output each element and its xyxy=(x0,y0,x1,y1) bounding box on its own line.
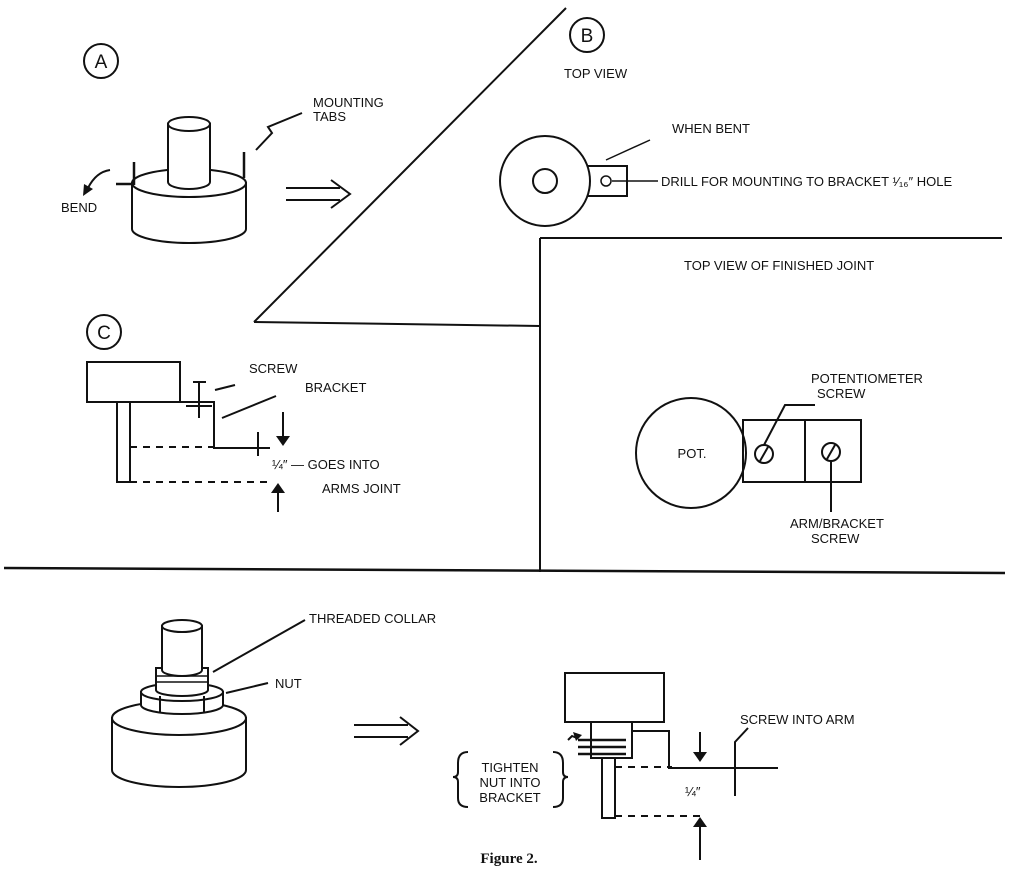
finished-joint-panel: TOP VIEW OF FINISHED JOINT POT. POTENTIO… xyxy=(635,258,923,546)
arms-joint-label: ARMS JOINT xyxy=(322,481,401,496)
tighten-label-3: BRACKET xyxy=(479,790,540,805)
finished-joint-title: TOP VIEW OF FINISHED JOINT xyxy=(684,258,874,273)
panel-c-marker-circle xyxy=(86,314,122,350)
pot-screw-label-2: SCREW xyxy=(817,386,866,401)
tighten-label-1: TIGHTEN xyxy=(481,760,538,775)
threaded-collar-leader xyxy=(212,619,306,673)
arm-screw-label-2: SCREW xyxy=(811,531,860,546)
screw-leader xyxy=(214,384,236,391)
quarter-goes-into-label: ¼″ — GOES INTO xyxy=(272,457,380,472)
panel-c-marker: C xyxy=(97,323,111,344)
bracket-side-c xyxy=(180,401,270,449)
when-bent-leader xyxy=(605,139,651,161)
bracket-top-view xyxy=(742,419,862,483)
bend-arrowhead xyxy=(83,184,93,196)
mounting-tabs-label-2: TABS xyxy=(313,109,346,124)
arm-screw-label-1: ARM/BRACKET xyxy=(790,516,884,531)
panel-a: A MOUNTING TABS BEND xyxy=(61,43,384,244)
pot-body-side-c xyxy=(86,361,181,403)
brace-left xyxy=(452,751,469,808)
threaded-collar-label: THREADED COLLAR xyxy=(309,611,436,626)
mounting-tab-left xyxy=(116,162,136,186)
bracket-label: BRACKET xyxy=(305,380,366,395)
brace-right xyxy=(552,751,569,808)
drill-note: DRILL FOR MOUNTING TO BRACKET ¹⁄₁₆″ HOLE xyxy=(661,174,952,189)
panel-a-marker-circle xyxy=(83,43,119,79)
bracket-leader xyxy=(221,395,277,419)
down-arrowhead xyxy=(693,752,707,762)
screw-into-arm-leader xyxy=(734,727,749,796)
panel-a-marker: A xyxy=(95,52,108,73)
pot-shaft-b xyxy=(532,168,558,194)
arm-screw-slot xyxy=(826,444,836,460)
quarter-label: ¼″ xyxy=(685,784,701,799)
when-bent-label: WHEN BENT xyxy=(672,121,750,136)
bottom-section: THREADED COLLAR NUT SCREW INTO ARM ¼″ xyxy=(111,611,855,860)
pot-shaft-side-c xyxy=(116,401,131,483)
top-view-label: TOP VIEW xyxy=(564,66,628,81)
panel-frame xyxy=(3,7,1006,575)
pot-outline-b xyxy=(499,135,591,227)
panel-b: B TOP VIEW WHEN BENT DRILL FOR MOUNTING … xyxy=(499,17,952,227)
pot-label: POT. xyxy=(678,446,707,461)
potentiometer-with-nut xyxy=(111,619,247,788)
screw-label: SCREW xyxy=(249,361,298,376)
panel-b-marker: B xyxy=(581,26,594,47)
tab-hole xyxy=(600,175,612,187)
figure-caption: Figure 2. xyxy=(480,851,537,867)
arm-bracket-bottom xyxy=(632,730,778,769)
pot-screw-slot xyxy=(759,446,769,462)
nut-label: NUT xyxy=(275,676,302,691)
potentiometer-body-a xyxy=(131,116,247,244)
tighten-label-2: NUT INTO xyxy=(480,775,541,790)
pot-screw-leader xyxy=(763,404,815,446)
bend-label: BEND xyxy=(61,200,97,215)
up-arrowhead xyxy=(693,817,707,827)
nut-leader xyxy=(225,682,269,694)
mounting-tabs-label-1: MOUNTING xyxy=(313,95,384,110)
mounting-tabs-leader xyxy=(255,112,303,151)
pot-screw-label-1: POTENTIOMETER xyxy=(811,371,923,386)
pot-circle xyxy=(635,397,747,509)
screw-c xyxy=(186,381,212,418)
dim-arrowhead-bottom xyxy=(271,483,285,493)
tighten-arrowhead xyxy=(573,732,582,741)
mounted-pot-side-view xyxy=(564,672,778,819)
double-arrow-a xyxy=(286,179,352,209)
panel-b-marker-circle xyxy=(569,17,605,53)
dim-arrowhead-top xyxy=(276,436,290,446)
panel-c: C SCREW BRACKET ¼″ — GOES INTO ARMS JOIN… xyxy=(86,314,401,512)
screw-into-arm-label: SCREW INTO ARM xyxy=(740,712,855,727)
double-arrow-bottom xyxy=(354,716,420,746)
bend-arrow xyxy=(87,169,111,189)
